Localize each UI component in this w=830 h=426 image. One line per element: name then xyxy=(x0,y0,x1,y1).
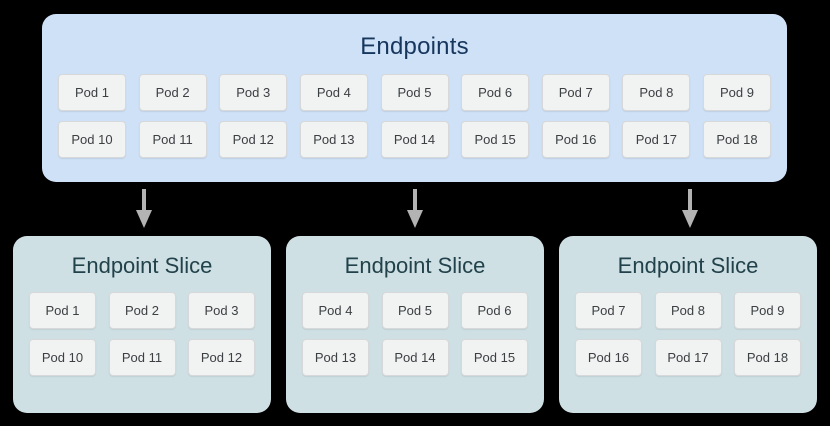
pod-chip[interactable]: Pod 7 xyxy=(541,74,610,111)
pod-chip[interactable]: Pod 14 xyxy=(381,339,449,376)
pod-chip[interactable]: Pod 18 xyxy=(703,121,771,158)
pod-chip[interactable]: Pod 1 xyxy=(29,292,96,329)
arrow-to-slice-1-icon xyxy=(133,189,155,229)
endpoint-slice-title: Endpoint Slice xyxy=(344,253,486,278)
slice-pod-grid: Pod 4 Pod 5 Pod 6 Pod 13 Pod 14 Pod 15 xyxy=(302,292,528,386)
pod-chip[interactable]: Pod 4 xyxy=(299,74,368,111)
endpoints-pod-grid: Pod 1 Pod 2 Pod 3 Pod 4 Pod 5 Pod 6 Pod … xyxy=(58,74,771,168)
slice-pod-row-2: Pod 10 Pod 11 Pod 12 xyxy=(29,339,255,376)
pod-chip[interactable]: Pod 17 xyxy=(654,339,722,376)
endpoint-slice-panel-2: Endpoint Slice Pod 4 Pod 5 Pod 6 Pod 13 … xyxy=(286,236,544,413)
pod-chip[interactable]: Pod 4 xyxy=(302,292,369,329)
pod-chip[interactable]: Pod 13 xyxy=(299,121,368,158)
pod-chip[interactable]: Pod 8 xyxy=(622,74,691,111)
pod-chip[interactable]: Pod 12 xyxy=(188,339,255,376)
pod-chip[interactable]: Pod 11 xyxy=(108,339,176,376)
endpoint-slice-title: Endpoint Slice xyxy=(617,253,759,278)
slice-pod-grid: Pod 1 Pod 2 Pod 3 Pod 10 Pod 11 Pod 12 xyxy=(29,292,255,386)
pod-chip[interactable]: Pod 16 xyxy=(541,121,610,158)
slice-pod-row-1: Pod 7 Pod 8 Pod 9 xyxy=(575,292,801,329)
arrow-to-slice-3-icon xyxy=(679,189,701,229)
slice-pod-grid: Pod 7 Pod 8 Pod 9 Pod 16 Pod 17 Pod 18 xyxy=(575,292,801,386)
endpoint-slice-panel-1: Endpoint Slice Pod 1 Pod 2 Pod 3 Pod 10 … xyxy=(13,236,271,413)
pod-chip[interactable]: Pod 8 xyxy=(654,292,722,329)
pod-chip[interactable]: Pod 2 xyxy=(138,74,207,111)
slice-pod-row-1: Pod 1 Pod 2 Pod 3 xyxy=(29,292,255,329)
pod-chip[interactable]: Pod 5 xyxy=(380,74,449,111)
endpoints-title: Endpoints xyxy=(360,33,469,60)
pod-chip[interactable]: Pod 16 xyxy=(575,339,642,376)
slice-pod-row-2: Pod 16 Pod 17 Pod 18 xyxy=(575,339,801,376)
pod-chip[interactable]: Pod 18 xyxy=(734,339,801,376)
endpoints-pod-row-1: Pod 1 Pod 2 Pod 3 Pod 4 Pod 5 Pod 6 Pod … xyxy=(58,74,771,111)
pod-chip[interactable]: Pod 6 xyxy=(461,292,528,329)
pod-chip[interactable]: Pod 5 xyxy=(381,292,449,329)
pod-chip[interactable]: Pod 17 xyxy=(622,121,691,158)
pod-chip[interactable]: Pod 15 xyxy=(461,339,528,376)
endpoint-slice-title: Endpoint Slice xyxy=(71,253,213,278)
endpoints-panel: Endpoints Pod 1 Pod 2 Pod 3 Pod 4 Pod 5 … xyxy=(42,14,787,182)
pod-chip[interactable]: Pod 15 xyxy=(461,121,530,158)
pod-chip[interactable]: Pod 1 xyxy=(58,74,126,111)
pod-chip[interactable]: Pod 12 xyxy=(219,121,288,158)
endpoints-pod-row-2: Pod 10 Pod 11 Pod 12 Pod 13 Pod 14 Pod 1… xyxy=(58,121,771,158)
slice-pod-row-2: Pod 13 Pod 14 Pod 15 xyxy=(302,339,528,376)
slice-pod-row-1: Pod 4 Pod 5 Pod 6 xyxy=(302,292,528,329)
pod-chip[interactable]: Pod 10 xyxy=(29,339,96,376)
pod-chip[interactable]: Pod 6 xyxy=(461,74,530,111)
pod-chip[interactable]: Pod 9 xyxy=(734,292,801,329)
arrow-to-slice-2-icon xyxy=(404,189,426,229)
pod-chip[interactable]: Pod 14 xyxy=(380,121,449,158)
pod-chip[interactable]: Pod 13 xyxy=(302,339,369,376)
pod-chip[interactable]: Pod 2 xyxy=(108,292,176,329)
pod-chip[interactable]: Pod 10 xyxy=(58,121,126,158)
pod-chip[interactable]: Pod 9 xyxy=(703,74,771,111)
pod-chip[interactable]: Pod 11 xyxy=(138,121,207,158)
pod-chip[interactable]: Pod 3 xyxy=(188,292,255,329)
pod-chip[interactable]: Pod 7 xyxy=(575,292,642,329)
pod-chip[interactable]: Pod 3 xyxy=(219,74,288,111)
endpoint-slice-panel-3: Endpoint Slice Pod 7 Pod 8 Pod 9 Pod 16 … xyxy=(559,236,817,413)
